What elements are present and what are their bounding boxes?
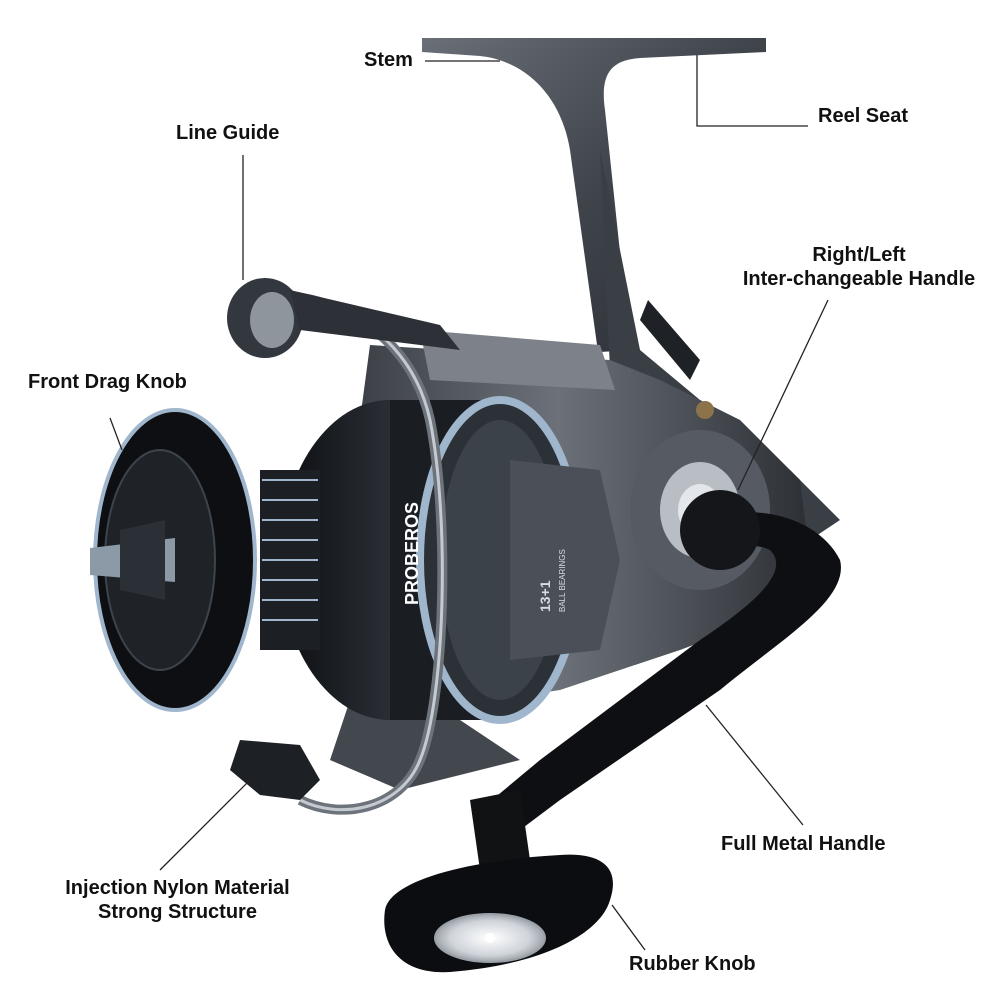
handle-leader <box>737 299 829 491</box>
nylon-leader <box>159 769 261 871</box>
nylon-label-line2: Strong Structure <box>98 901 257 923</box>
reel-seat-label: Reel Seat <box>818 105 909 127</box>
full-metal-handle-label: Full Metal Handle <box>721 833 886 855</box>
front-drag-knob-label: Front Drag Knob <box>28 371 187 393</box>
bearing-count: 13+1 <box>537 580 553 612</box>
rubber-knob <box>384 854 613 973</box>
front-drag-knob <box>90 408 257 712</box>
reel-seat-leader <box>696 55 808 127</box>
crank-handle <box>470 490 841 870</box>
line-guide-label: Line Guide <box>176 122 280 144</box>
handle-label-line1: Right/Left <box>812 244 906 266</box>
handle-label-line2: Inter-changeable Handle <box>742 268 976 290</box>
brand-mark: PROBEROS <box>402 502 422 605</box>
stem-label: Stem <box>364 49 413 71</box>
nylon-label: Injection Nylon Material Strong Structur… <box>40 876 315 924</box>
bail-arm <box>227 278 460 815</box>
rubber-knob-leader <box>611 904 646 951</box>
bearing-text: BALL BEARINGS <box>558 549 567 612</box>
handle-label: Right/Left Inter-changeable Handle <box>735 243 983 291</box>
rubber-knob-label: Rubber Knob <box>629 953 756 975</box>
nylon-label-line1: Injection Nylon Material <box>65 877 290 899</box>
rotor-foot <box>230 740 320 800</box>
drag-knob-leader <box>109 417 123 451</box>
metal-handle-leader <box>705 704 804 826</box>
